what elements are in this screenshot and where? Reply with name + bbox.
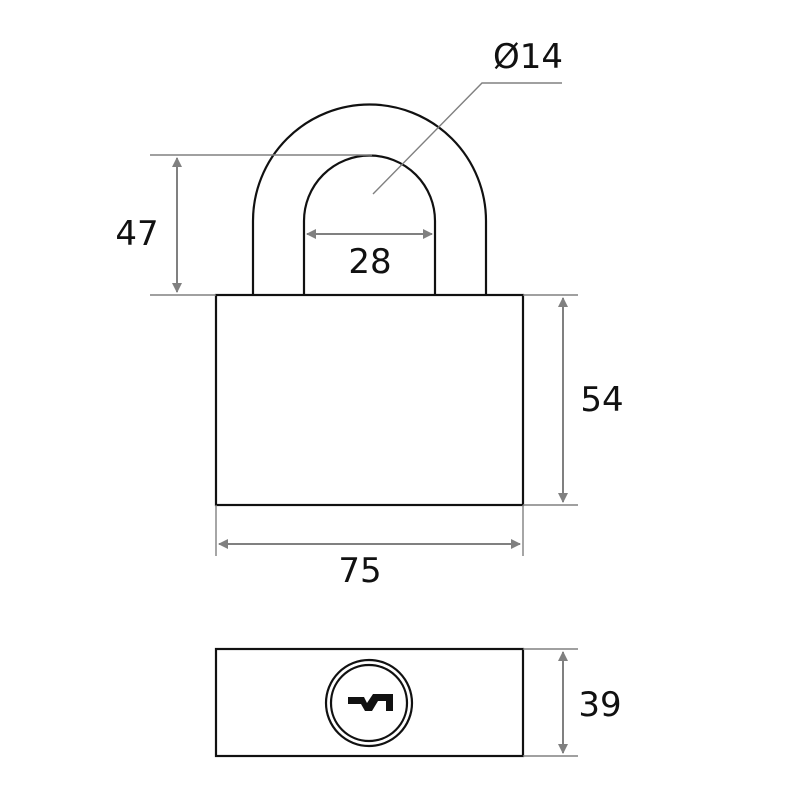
keyhole-cylinder-inner (329, 663, 409, 743)
body-depth-label: 39 (578, 685, 621, 725)
keyway-icon (348, 694, 393, 711)
shackle-diameter-label: Ø14 (493, 37, 563, 77)
padlock-body-front (214, 293, 525, 507)
padlock-body-bottom (214, 647, 525, 758)
keyhole-cylinder-outer (324, 658, 414, 748)
body-height-label: 54 (580, 380, 623, 420)
diameter-leader-line (372, 82, 562, 195)
shackle-outer (251, 103, 488, 295)
shackle-inner-width-label: 28 (348, 242, 391, 282)
body-width-label: 75 (338, 551, 381, 591)
shackle-height-label: 47 (115, 214, 158, 254)
